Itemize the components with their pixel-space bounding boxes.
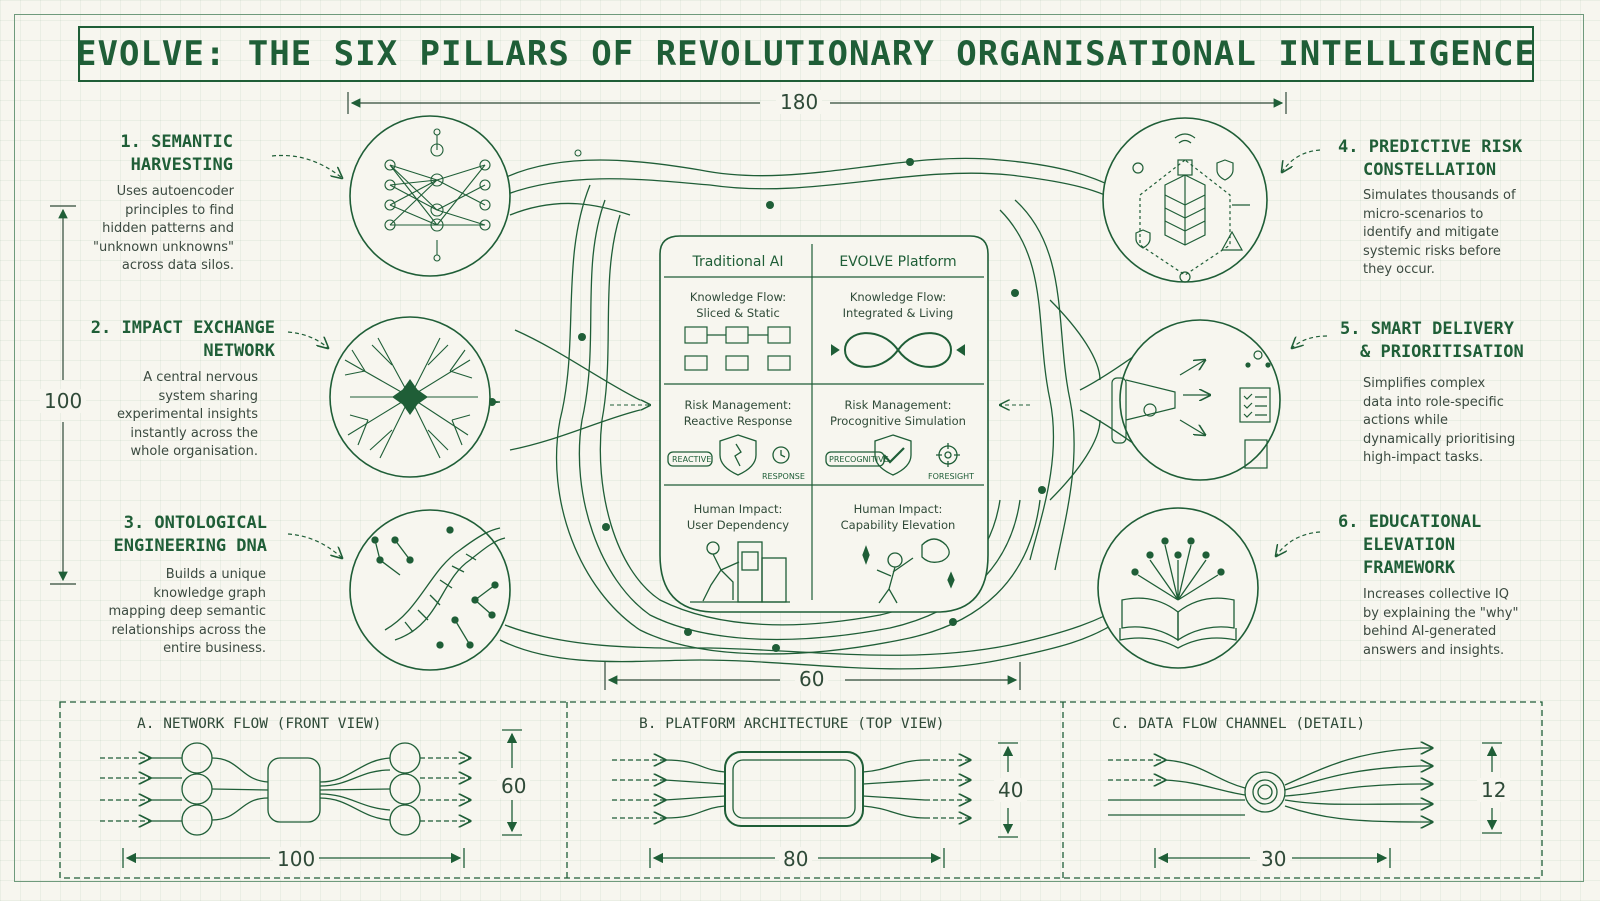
view-c-title: C. DATA FLOW CHANNEL (DETAIL): [1112, 716, 1366, 732]
precognitive-tag: PRECOGNITIVE: [829, 455, 889, 464]
infinity-loop-icon: [831, 332, 965, 368]
open-book-icon: [1119, 537, 1237, 649]
sliced-blocks-icon: [684, 326, 791, 371]
view-a-height-label: 60: [497, 774, 531, 798]
capability-elevation-icon: [862, 538, 955, 604]
pointer-arrows: [271, 149, 1328, 558]
view-a-drawing: [100, 729, 522, 868]
comparison-cell-human-evolve: Human Impact:Capability Elevation: [840, 502, 956, 532]
reactive-shield-icon: [667, 434, 790, 476]
comparison-panel: [659, 235, 989, 613]
comparison-cell-knowledge-evolve: Knowledge Flow:Integrated & Living: [842, 290, 954, 320]
view-a-width-label: 100: [273, 847, 320, 871]
response-tag: RESPONSE: [762, 472, 805, 481]
reactive-tag: REACTIVE: [672, 455, 712, 464]
outer-frame: [14, 14, 1584, 882]
comparison-cell-risk-evolve: Risk Management:Procognitive Simulation: [830, 398, 966, 428]
view-c-height-label: 12: [1477, 778, 1511, 802]
view-b-title: B. PLATFORM ARCHITECTURE (TOP VIEW): [639, 716, 945, 732]
dimension-height-label: 100: [40, 389, 87, 413]
view-b-width-label: 80: [779, 847, 813, 871]
neural-network-icon: [384, 128, 491, 262]
neuron-tree-icon: [344, 337, 478, 459]
view-c-drawing: [1108, 743, 1502, 868]
pillar-circles: [329, 115, 1281, 671]
comparison-cell-human-traditional: Human Impact:User Dependency: [686, 502, 790, 532]
dna-helix-icon: [371, 526, 506, 649]
dimension-center-width-label: 60: [795, 667, 829, 691]
comparison-grid: [664, 244, 984, 600]
comparison-cell-risk-traditional: Risk Management:Reactive Response: [683, 398, 793, 428]
view-a-title: A. NETWORK FLOW (FRONT VIEW): [137, 716, 382, 732]
comparison-cell-knowledge-traditional: Knowledge Flow:Sliced & Static: [689, 290, 787, 320]
funnel-checklist-icon: [1111, 350, 1271, 469]
foresight-tag: FORESIGHT: [928, 472, 975, 481]
dimension-width-label: 180: [776, 90, 823, 114]
view-c-width-label: 30: [1257, 847, 1291, 871]
dimension-lines: [50, 92, 1287, 690]
fortress-shield-icon: [1132, 133, 1250, 283]
precognitive-check-icon: [825, 434, 960, 476]
flow-nodes: [488, 149, 1046, 652]
pillar-5-title: 5. SMART DELIVERY& PRIORITISATION: [1340, 319, 1524, 362]
user-dependency-icon: [690, 541, 790, 603]
comparison-header-evolve: EVOLVE Platform: [839, 254, 957, 270]
comparison-header-traditional: Traditional AI: [692, 254, 784, 270]
view-b-height-label: 40: [994, 778, 1028, 802]
view-b-drawing: [612, 742, 1018, 868]
page-title: EVOLVE: THE SIX PILLARS OF REVOLUTIONARY…: [76, 26, 1535, 82]
views-frame: [59, 701, 1543, 879]
